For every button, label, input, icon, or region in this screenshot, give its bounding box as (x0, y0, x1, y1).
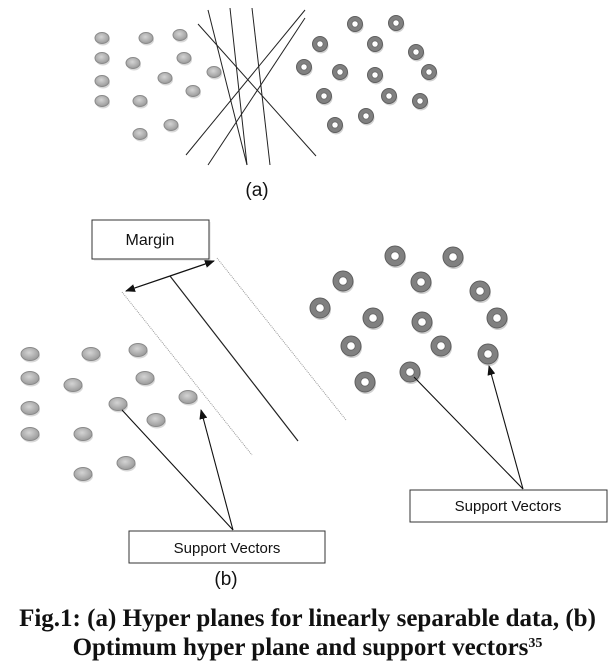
margin-line-left (121, 291, 253, 456)
solid-point (94, 75, 110, 87)
margin-line-right (216, 257, 347, 421)
support-vector-pointer (413, 376, 524, 490)
ring-point-hole (371, 71, 379, 79)
class-ring-points-b (309, 245, 508, 394)
ring-point-hole (315, 303, 325, 313)
ring-point-hole (331, 121, 339, 129)
solid-point (132, 95, 148, 107)
support-vectors-label-box-right: Support Vectors (409, 489, 608, 523)
solid-point (20, 427, 40, 441)
svm-figure: (a) Margin Support Vectors Support Vecto… (20, 7, 608, 590)
hyperplanes-a (185, 7, 317, 166)
solid-point (125, 57, 141, 69)
solid-point (185, 85, 201, 97)
ring-point-hole (417, 317, 427, 327)
ring-point-hole (475, 286, 485, 296)
ring-point-hole (483, 349, 493, 359)
ring-point-hole (436, 341, 446, 351)
panel-b: Margin Support Vectors Support Vectors (… (20, 219, 608, 590)
ring-point-hole (416, 97, 424, 105)
hyperplane (185, 9, 306, 156)
ring-point-hole (392, 19, 400, 27)
support-vector-pointer (487, 365, 524, 490)
solid-point (135, 371, 155, 385)
ring-point-hole (416, 277, 426, 287)
solid-point (81, 347, 101, 361)
ring-point-hole (336, 68, 344, 76)
solid-point (20, 401, 40, 415)
panel-a-label: (a) (245, 180, 268, 201)
panel-b-label: (b) (214, 569, 237, 590)
solid-point (132, 128, 148, 140)
caption-reference: 35 (528, 636, 543, 651)
solid-point (20, 347, 40, 361)
support-vectors-label-box-left: Support Vectors (128, 530, 326, 564)
ring-point-hole (360, 377, 370, 387)
solid-point (138, 32, 154, 44)
caption-line-2: Optimum hyper plane and support vectors3… (0, 633, 615, 662)
ring-point-hole (316, 40, 324, 48)
solid-point (94, 52, 110, 64)
hyperplane (229, 7, 248, 166)
ring-point-hole (412, 48, 420, 56)
solid-point (73, 467, 93, 481)
hyperplane (207, 9, 248, 166)
solid-point (172, 29, 188, 41)
class-ring-points-a (296, 15, 438, 135)
solid-point (116, 456, 136, 470)
ring-point-hole (448, 252, 458, 262)
solid-point (63, 378, 83, 392)
margin-label: Margin (126, 232, 175, 249)
ring-point-hole (385, 92, 393, 100)
solid-point (94, 95, 110, 107)
ring-point-hole (362, 112, 370, 120)
solid-point (94, 32, 110, 44)
caption-line-2-text: Optimum hyper plane and support vectors (72, 634, 529, 661)
solid-point (20, 371, 40, 385)
solid-point (178, 390, 198, 404)
solid-point (128, 343, 148, 357)
solid-point (108, 397, 128, 411)
solid-point (163, 119, 179, 131)
optimal-hyperplane (169, 275, 299, 442)
ring-point-hole (300, 63, 308, 71)
hyperplane (207, 17, 306, 166)
support-vectors-label-left: Support Vectors (174, 540, 281, 557)
ring-point-hole (492, 313, 502, 323)
margin-arrow (125, 275, 171, 292)
panel-a: (a) (94, 7, 438, 201)
margin-label-box: Margin (91, 219, 211, 261)
solid-point (176, 52, 192, 64)
hyperplane (251, 7, 271, 166)
ring-point-hole (425, 68, 433, 76)
support-vectors-label-right: Support Vectors (455, 498, 562, 515)
solid-point (73, 427, 93, 441)
ring-point-hole (368, 313, 378, 323)
support-vector-pointer (121, 409, 234, 531)
ring-point-hole (320, 92, 328, 100)
ring-point-hole (371, 40, 379, 48)
class-solid-points-b (20, 343, 198, 483)
support-vector-pointer (199, 409, 234, 531)
ring-point-hole (346, 341, 356, 351)
solid-point (146, 413, 166, 427)
solid-point (157, 72, 173, 84)
class-solid-points-a (94, 29, 222, 142)
figure-caption: Fig.1: (a) Hyper planes for linearly sep… (0, 604, 615, 662)
caption-line-1: Fig.1: (a) Hyper planes for linearly sep… (19, 605, 596, 632)
ring-point-hole (405, 367, 415, 377)
solid-point (206, 66, 222, 78)
ring-point-hole (338, 276, 348, 286)
margin-arrow (169, 260, 215, 277)
ring-point-hole (390, 251, 400, 261)
ring-point-hole (351, 20, 359, 28)
